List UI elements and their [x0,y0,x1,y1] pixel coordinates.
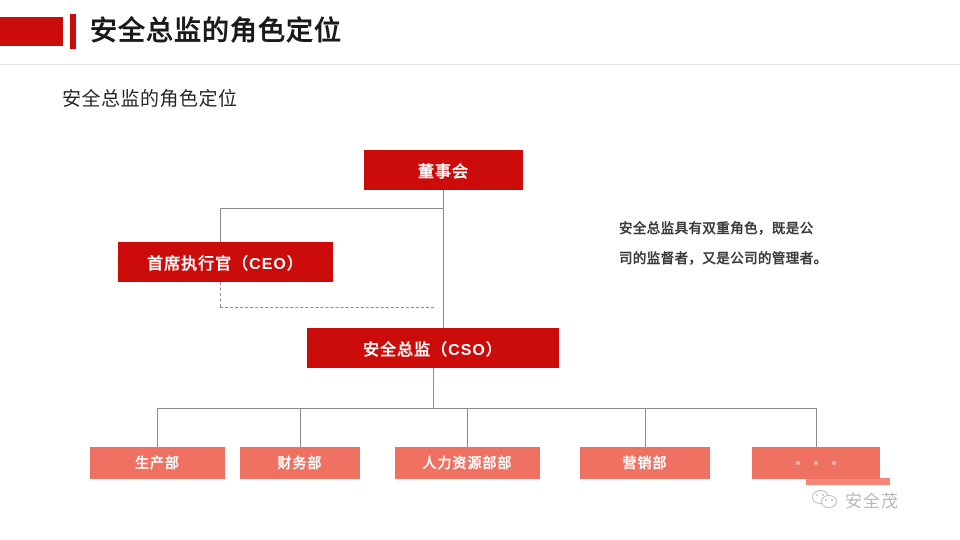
connector-board-to-ceo-horizontal [220,208,443,209]
org-node-board[interactable]: 董事会 [364,150,523,190]
watermark-accent-bar [806,478,890,485]
org-node-production[interactable]: 生产部 [90,447,225,479]
org-node-ceo[interactable]: 首席执行官（CEO） [118,242,333,282]
page-title: 安全总监的角色定位 [90,16,342,46]
org-node-finance[interactable]: 财务部 [240,447,360,479]
connector-drop-hr [467,408,468,447]
connector-department-bus [157,408,816,409]
watermark-label: 安全茂 [845,492,899,512]
org-node-more[interactable] [752,447,880,479]
connector-cso-trunk [433,368,434,408]
connector-drop-more [816,408,817,447]
connector-drop-fin [300,408,301,447]
annotation-note-line-1: 安全总监具有双重角色，既是公 [619,221,814,236]
ellipsis-dots-icon [796,461,836,465]
connector-board-trunk [443,190,444,328]
header-divider [0,64,960,65]
annotation-note-line-2: 司的监督者，又是公司的管理者。 [619,251,828,266]
section-subtitle: 安全总监的角色定位 [62,89,238,110]
header-accent-block [0,17,63,46]
annotation-note: 安全总监具有双重角色，既是公 司的监督者，又是公司的管理者。 [619,214,879,274]
connector-ceo-to-cso-dashed [220,307,434,308]
connector-board-to-ceo-vertical [220,208,221,242]
header-accent-tick [70,14,76,49]
org-node-human-resources[interactable]: 人力资源部部 [395,447,540,479]
wechat-icon [812,489,838,510]
watermark: 安全茂 [812,487,899,512]
org-node-marketing[interactable]: 营销部 [580,447,710,479]
connector-drop-mkt [645,408,646,447]
connector-ceo-dashed-stem [220,282,221,307]
connector-drop-prod [157,408,158,447]
org-node-cso[interactable]: 安全总监（CSO） [307,328,559,368]
